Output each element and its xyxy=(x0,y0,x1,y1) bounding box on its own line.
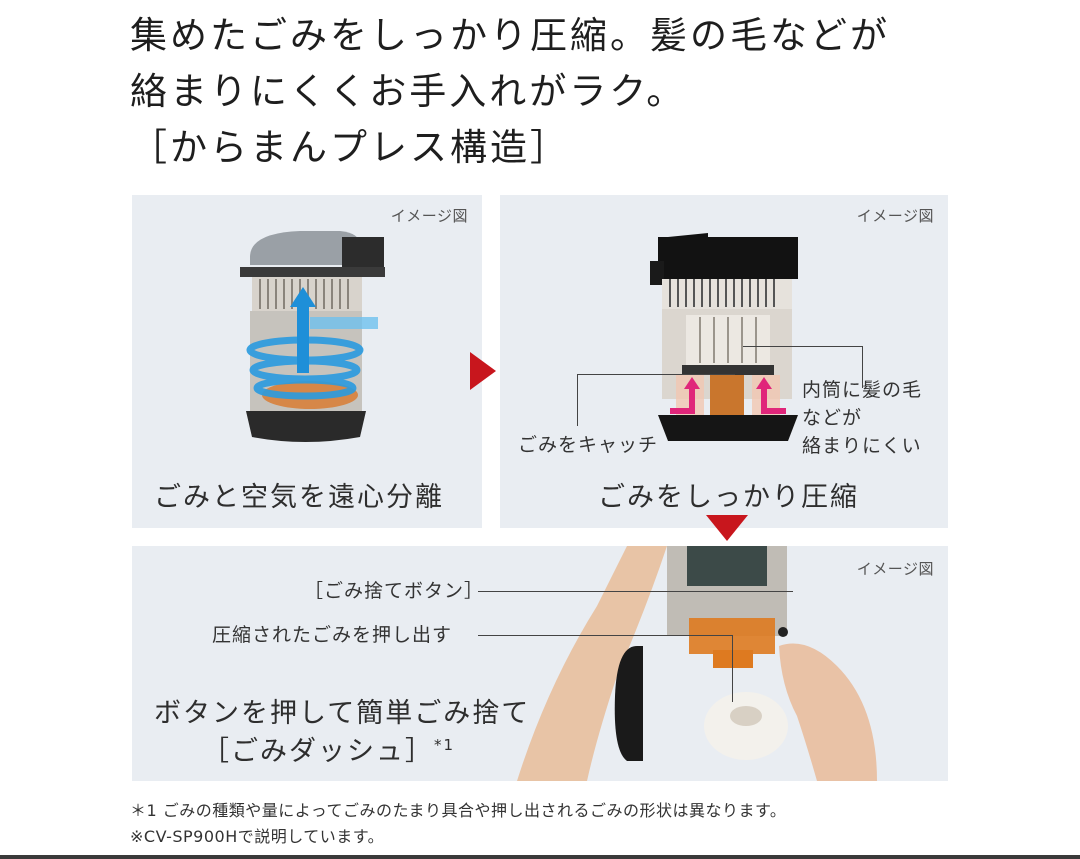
bottom-divider xyxy=(0,855,1080,859)
red-triangle-right-icon xyxy=(470,352,496,390)
compressed-cup-illustration xyxy=(650,233,798,441)
dust-disposal-photo xyxy=(517,546,877,781)
headline-line-1: 集めたごみをしっかり圧縮。髪の毛などが xyxy=(130,14,890,57)
panel-caption: ごみをしっかり圧縮 xyxy=(598,482,859,513)
callout-dust-button: ［ごみ捨てボタン］ xyxy=(304,580,485,602)
panel-compression: イメージ図 ごみをキャッチ 内 xyxy=(500,195,948,528)
callout-line-push-vertical xyxy=(732,635,733,702)
panel-caption-line-2: ［ごみダッシュ］*1 xyxy=(202,729,455,768)
image-tag: イメージ図 xyxy=(390,207,468,225)
callout-line-button xyxy=(478,591,793,592)
image-tag: イメージ図 xyxy=(856,207,934,225)
callout-inner-line-1: 内筒に髪の毛 xyxy=(802,379,923,401)
callout-line-catch-vertical xyxy=(577,374,578,426)
callout-catch: ごみをキャッチ xyxy=(518,434,659,456)
panel-caption: ごみと空気を遠心分離 xyxy=(154,482,444,513)
dust-dash-label: ［ごみダッシュ］ xyxy=(202,736,434,767)
footnote-2: ※CV-SP900Hで説明しています。 xyxy=(130,827,385,846)
footnote-1: ＊1 ごみの種類や量によってごみのたまり具合や押し出されるごみの形状は異なります… xyxy=(130,801,787,820)
headline: 集めたごみをしっかり圧縮。髪の毛などが 絡まりにくくお手入れがラク。 ［からまん… xyxy=(130,8,930,176)
callout-inner-line-3: 絡まりにくい xyxy=(802,435,922,457)
callout-inner-line-2: などが xyxy=(802,407,863,429)
callout-line-inner xyxy=(743,346,863,347)
dust-cup-illustration xyxy=(240,231,385,442)
headline-line-3: ［からまんプレス構造］ xyxy=(130,126,570,169)
footnote-marker: *1 xyxy=(434,736,456,754)
callout-line-catch xyxy=(577,374,735,375)
callout-line-push xyxy=(478,635,732,636)
panel-centrifugal-separation: イメージ図 ごみと空気を遠心分離 xyxy=(132,195,482,528)
callout-line-inner-vertical xyxy=(862,346,863,388)
callout-push-out: 圧縮されたごみを押し出す xyxy=(212,624,453,646)
red-triangle-down-icon xyxy=(706,515,748,541)
panel-caption-line-1: ボタンを押して簡単ごみ捨て xyxy=(154,698,531,729)
headline-line-2: 絡まりにくくお手入れがラク。 xyxy=(130,70,687,113)
image-tag: イメージ図 xyxy=(856,560,934,578)
panel-dust-dash: イメージ図 ［ごみ捨てボタン］ 圧縮されたごみを押し出す ボタンを押して簡単ごみ… xyxy=(132,546,948,781)
callout-inner-tube: 内筒に髪の毛 などが 絡まりにくい xyxy=(802,376,922,460)
